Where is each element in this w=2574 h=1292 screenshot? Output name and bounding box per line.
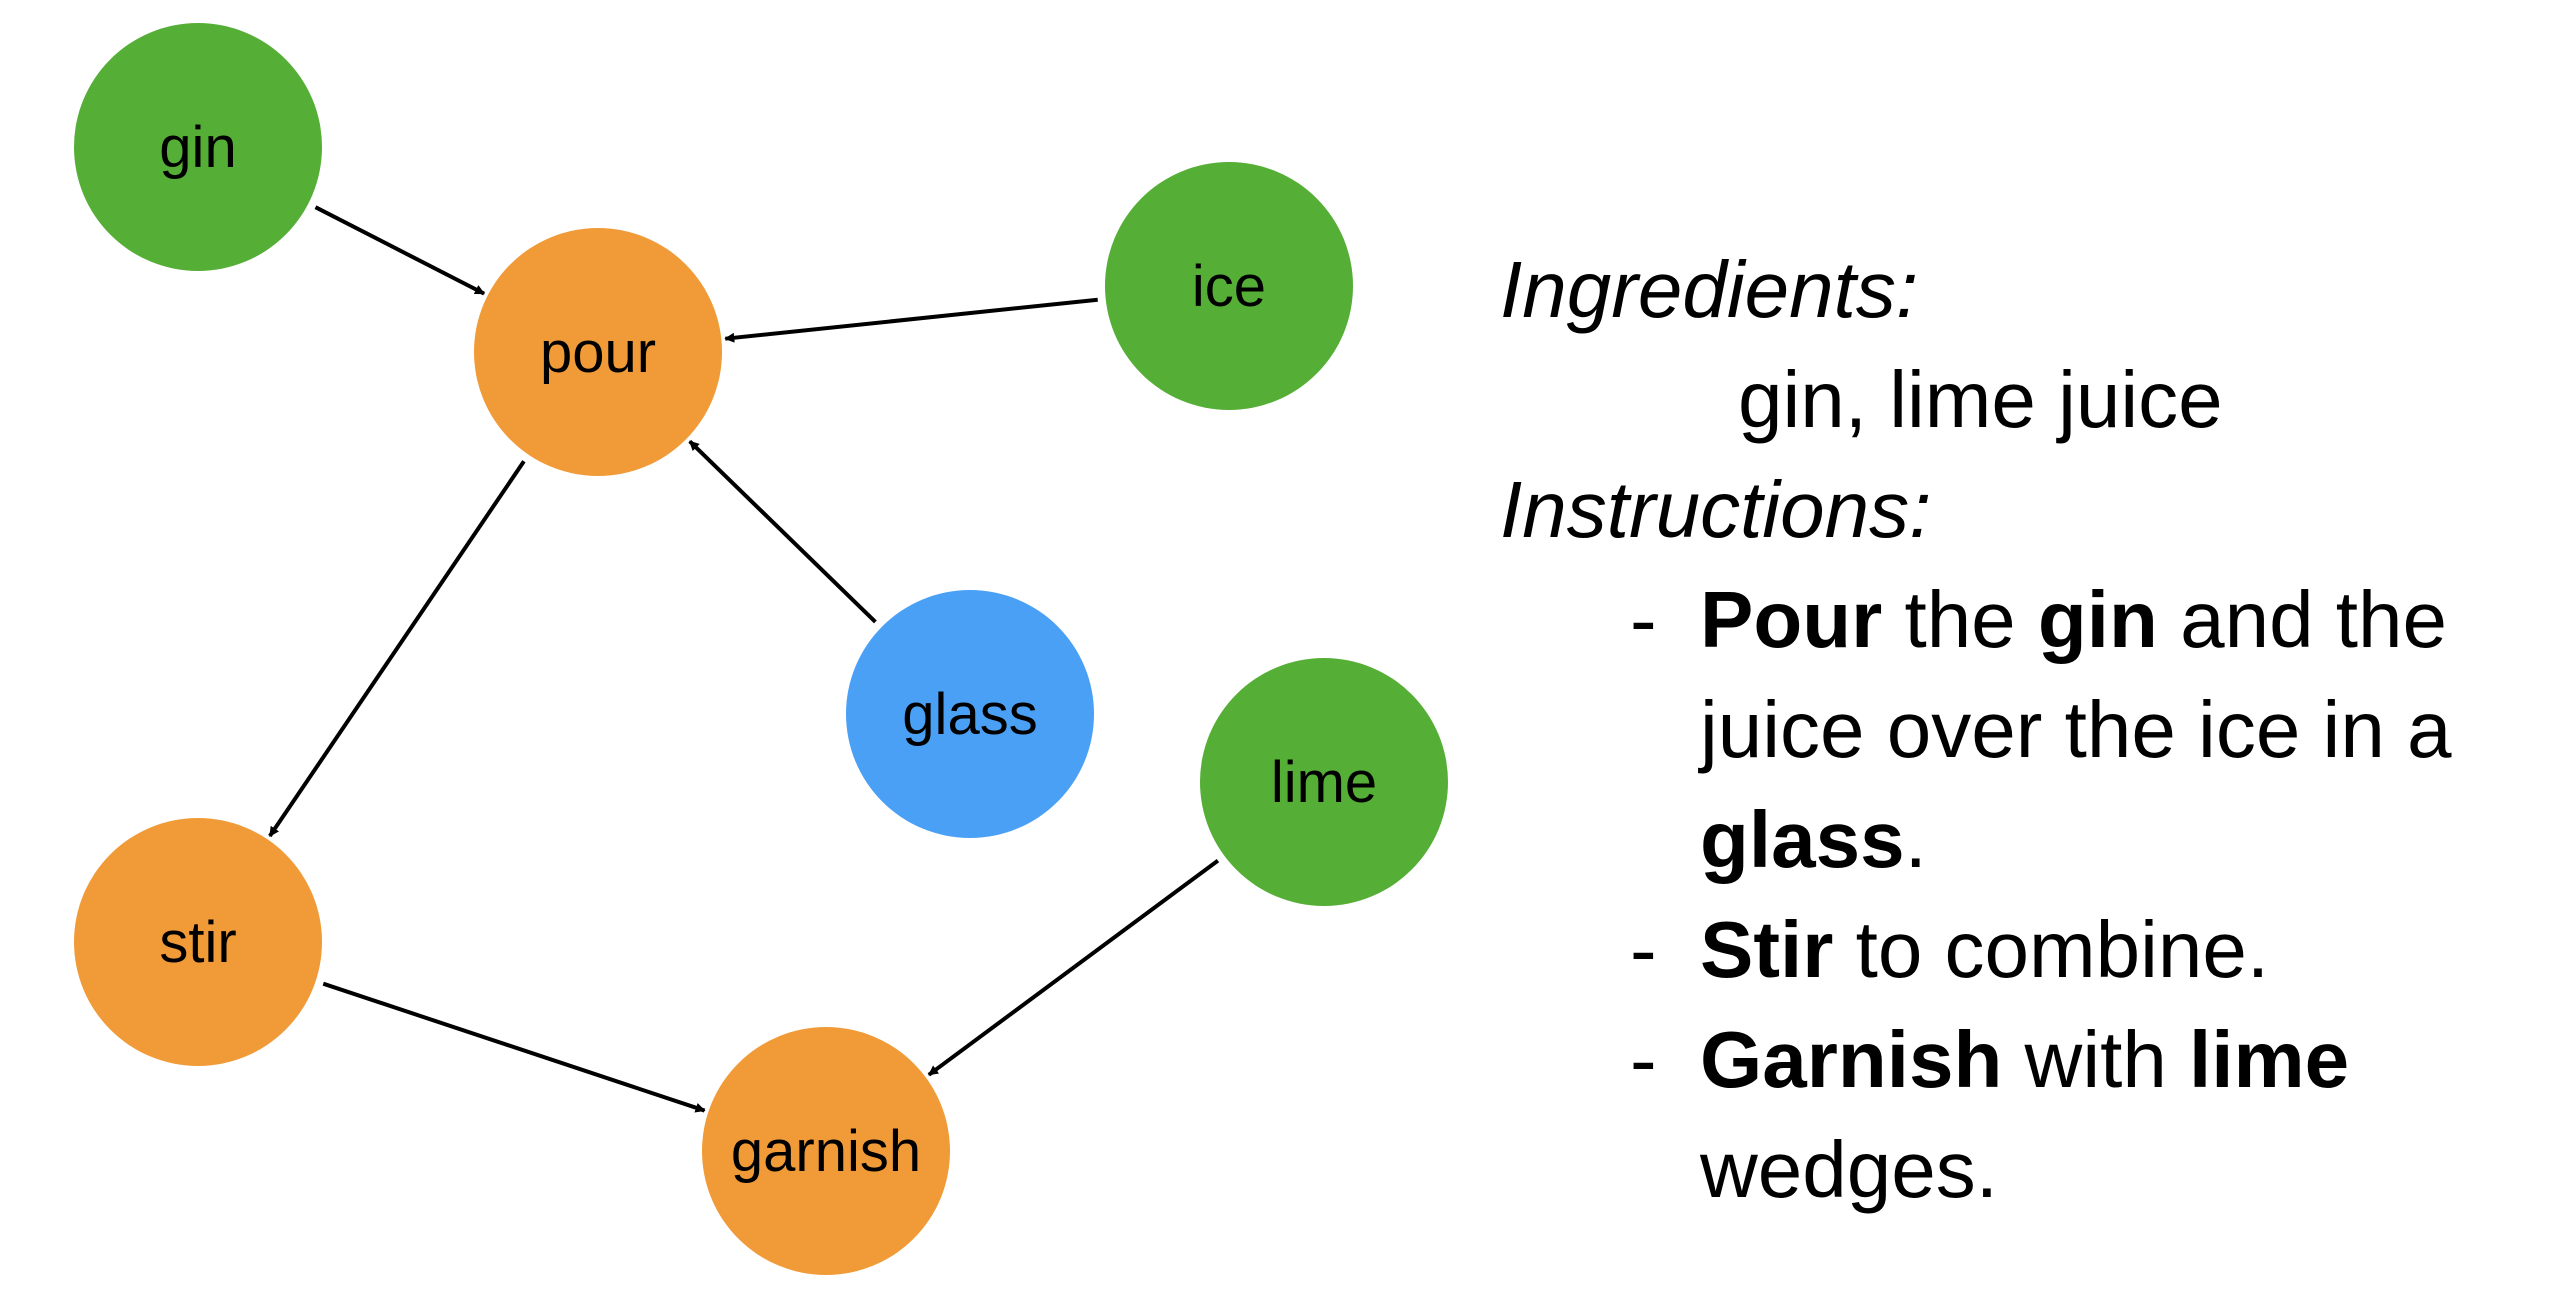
node-gin-circle (74, 23, 322, 271)
step-3-line-2: wedges. (1700, 1130, 1998, 1210)
step-text: and the (2157, 575, 2448, 664)
node-pour: pour (474, 228, 722, 476)
node-pour-label: pour (540, 320, 656, 385)
ingredients-heading: Ingredients: (1500, 245, 1919, 334)
node-pour-circle (474, 228, 722, 476)
edge-lime-to-garnish (927, 858, 1220, 1077)
ingredients-list: gin, lime juice (1738, 355, 2223, 444)
edge-gin-to-pour (314, 205, 486, 296)
node-ice: ice (1105, 162, 1353, 410)
node-lime: lime (1200, 658, 1448, 906)
step-3-line-1: Garnish with lime (1700, 1020, 2349, 1100)
step-keyword: lime (2189, 1015, 2350, 1104)
node-garnish-circle (702, 1027, 950, 1275)
step-1-line-3: glass. (1700, 800, 1927, 880)
node-garnish: garnish (702, 1027, 950, 1275)
step-bullet: - (1630, 905, 1657, 994)
node-gin-label: gin (159, 115, 236, 180)
step-keyword: Stir (1700, 905, 1834, 994)
step-text: with (2002, 1015, 2190, 1104)
node-lime-label: lime (1271, 750, 1377, 815)
edge-pour-to-stir (268, 460, 526, 838)
step-keyword: Garnish (1700, 1015, 2003, 1104)
edge-ice-to-pour (724, 297, 1098, 343)
step-text: juice over the ice in a (1700, 685, 2452, 774)
node-lime-circle (1200, 658, 1448, 906)
node-ice-circle (1105, 162, 1353, 410)
step-bullet: - (1630, 575, 1657, 664)
node-stir-label: stir (159, 910, 236, 975)
step-keyword: Pour (1700, 575, 1883, 664)
step-text: wedges. (1700, 1125, 1998, 1214)
step-text: the (1882, 575, 2038, 664)
edges-layer (268, 205, 1220, 1113)
edge-stir-to-garnish (322, 981, 706, 1113)
step-keyword: glass (1700, 795, 1905, 884)
recipe-graph: gin ice pour glass lime stir garnish (74, 23, 1448, 1275)
step-text: . (1904, 795, 1927, 884)
step-2-line-1: Stir to combine. (1700, 910, 2269, 990)
nodes-layer: gin ice pour glass lime stir garnish (74, 23, 1448, 1275)
step-1-line-1: Pour the gin and the (1700, 580, 2447, 660)
node-garnish-label: garnish (731, 1119, 921, 1184)
node-ice-label: ice (1192, 254, 1266, 319)
step-bullet: - (1630, 1015, 1657, 1104)
step-1-line-2: juice over the ice in a (1700, 690, 2452, 770)
edge-glass-to-pour (688, 439, 877, 624)
step-text: to combine. (1833, 905, 2270, 994)
recipe-text: Ingredients: gin, lime juice Instruction… (1500, 0, 2574, 1292)
node-gin: gin (74, 23, 322, 271)
instructions-heading: Instructions: (1500, 465, 1932, 554)
step-keyword: gin (2037, 575, 2158, 664)
node-stir-circle (74, 818, 322, 1066)
node-stir: stir (74, 818, 322, 1066)
node-glass-circle (846, 590, 1094, 838)
node-glass: glass (846, 590, 1094, 838)
node-glass-label: glass (902, 682, 1037, 747)
